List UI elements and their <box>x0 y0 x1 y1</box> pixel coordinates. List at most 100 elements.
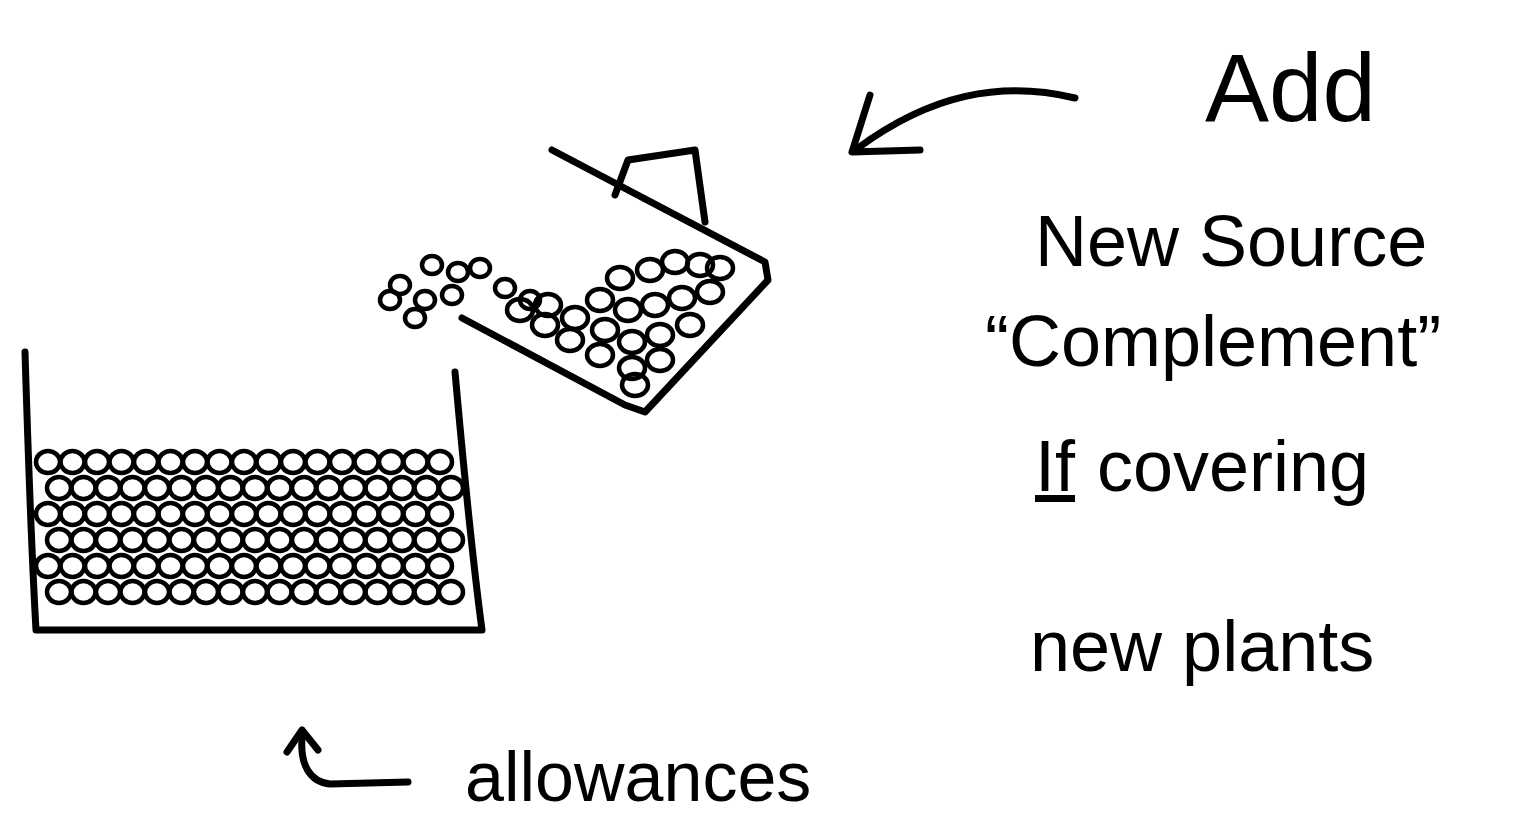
allowance-pebble <box>355 451 379 473</box>
allowance-pebble <box>587 344 613 366</box>
allowance-pebble <box>366 581 390 603</box>
allowance-pebble <box>404 503 428 525</box>
note-label: covering <box>1097 430 1369 502</box>
allowance-pebble <box>415 477 439 499</box>
allowance-pebble <box>697 281 723 303</box>
allowance-pebble <box>647 349 673 371</box>
allowance-pebble <box>607 267 633 289</box>
allowance-pebble <box>61 451 85 473</box>
allowance-pebble <box>110 451 134 473</box>
allowance-pebble <box>415 529 439 551</box>
allowance-pebble <box>110 503 134 525</box>
allowance-pebble <box>61 503 85 525</box>
allowance-pebble <box>72 529 96 551</box>
allowance-pebble <box>208 555 232 577</box>
note-label: new plants <box>1030 610 1374 682</box>
allowance-pebble <box>306 555 330 577</box>
allowance-pebble <box>257 503 281 525</box>
allowance-pebble <box>622 374 648 396</box>
allowance-pebble <box>110 555 134 577</box>
allowance-pebble <box>292 529 316 551</box>
allowance-pebble <box>637 259 663 281</box>
allowance-pebble <box>366 477 390 499</box>
allowance-pebble <box>61 555 85 577</box>
allowance-pebble <box>495 279 515 297</box>
allowance-pebble <box>281 451 305 473</box>
allowance-pebble <box>415 581 439 603</box>
allowance-pebble <box>232 503 256 525</box>
allowance-pebble <box>428 503 452 525</box>
allowance-pebble <box>72 581 96 603</box>
allowance-pebble <box>379 503 403 525</box>
allowance-pebble <box>85 451 109 473</box>
allowance-pebble <box>422 256 442 274</box>
allowance-pebble <box>159 555 183 577</box>
allowance-pebble <box>281 555 305 577</box>
heading-label: Add <box>1205 40 1376 136</box>
add-arrowhead <box>852 95 920 152</box>
allowance-pebble <box>281 503 305 525</box>
allowance-pebble <box>292 477 316 499</box>
allowance-pebble <box>439 477 463 499</box>
allowance-pebble <box>330 555 354 577</box>
allowance-pebble <box>428 555 452 577</box>
allowance-pebble <box>592 319 618 341</box>
allowance-pebble <box>268 477 292 499</box>
allowance-pebble <box>557 329 583 351</box>
allowance-pebble <box>194 581 218 603</box>
allowance-pebble <box>232 555 256 577</box>
allowance-pebble <box>36 503 60 525</box>
allowances-arrowhead <box>287 730 318 752</box>
allowance-pebble <box>36 555 60 577</box>
allowance-pebble <box>96 581 120 603</box>
allowance-pebble <box>355 503 379 525</box>
allowance-pebble <box>532 314 558 336</box>
allowance-pebble <box>520 291 540 309</box>
note-label: “Complement” <box>985 305 1441 377</box>
allowance-pebble <box>647 324 673 346</box>
allowance-pebble <box>390 529 414 551</box>
allowance-pebble <box>257 555 281 577</box>
allowance-pebble <box>662 251 688 273</box>
allowance-pebble <box>170 477 194 499</box>
allowance-pebble <box>306 503 330 525</box>
allowance-pebble <box>442 286 462 304</box>
allowance-pebble <box>355 555 379 577</box>
allowance-pebble <box>390 581 414 603</box>
allowance-pebble <box>439 529 463 551</box>
allowance-pebble <box>292 581 316 603</box>
allowance-pebble <box>183 451 207 473</box>
note-label: New Source <box>1035 205 1427 277</box>
note-label: If <box>1035 430 1075 502</box>
allowance-pebble <box>194 529 218 551</box>
allowance-pebble <box>341 529 365 551</box>
allowance-pebble <box>379 555 403 577</box>
allowance-pebble <box>587 289 613 311</box>
allowance-pebble <box>243 477 267 499</box>
allowance-pebble <box>243 529 267 551</box>
allowance-pebble <box>232 451 256 473</box>
allowance-pebble <box>317 529 341 551</box>
allowance-pebble <box>183 503 207 525</box>
bucket-outline <box>462 150 768 412</box>
allowance-pebble <box>170 581 194 603</box>
allowance-pebble <box>96 529 120 551</box>
allowance-pebble <box>219 581 243 603</box>
allowance-pebble <box>448 263 468 281</box>
allowance-pebble <box>415 291 435 309</box>
allowance-pebble <box>366 529 390 551</box>
allowance-pebble <box>134 503 158 525</box>
allowance-pebble <box>145 581 169 603</box>
allowance-pebble <box>330 451 354 473</box>
allowance-pebble <box>707 257 733 279</box>
allowance-pebble <box>379 451 403 473</box>
allowance-pebble <box>47 477 71 499</box>
allowance-pebble <box>47 581 71 603</box>
allowance-pebble <box>615 299 641 321</box>
allowance-pebble <box>121 581 145 603</box>
allowance-pebble <box>306 451 330 473</box>
allowance-pebble <box>219 477 243 499</box>
add-arrow <box>858 91 1075 148</box>
allowance-pebble <box>47 529 71 551</box>
allowance-pebble <box>404 555 428 577</box>
